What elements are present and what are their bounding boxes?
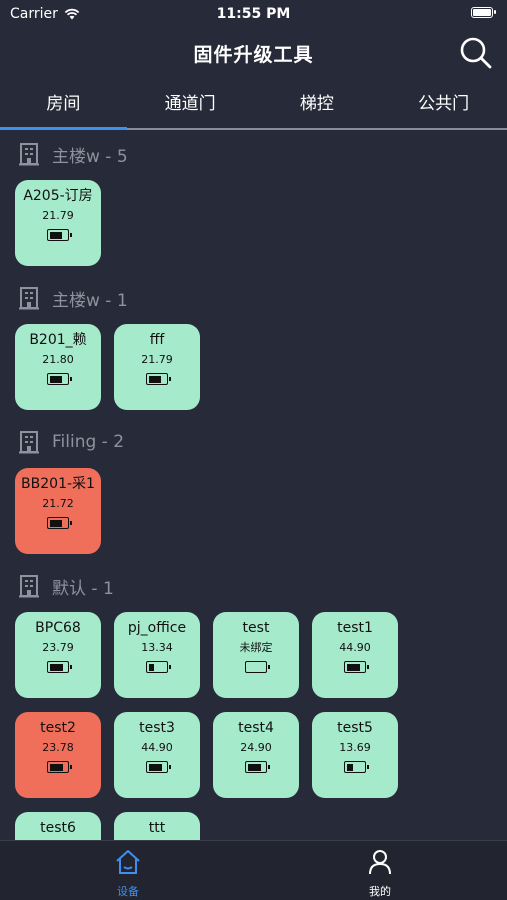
group-title: 主楼w - 1 bbox=[52, 290, 128, 311]
status-time: 11:55 PM bbox=[216, 6, 291, 22]
tab-2[interactable]: 梯控 bbox=[299, 94, 334, 114]
building-icon bbox=[19, 575, 39, 598]
device-value: 23.78 bbox=[42, 741, 74, 754]
device-value: 44.90 bbox=[339, 641, 371, 654]
device-name: BB201-采1 bbox=[21, 476, 95, 492]
device-group: Filing - 2 BB201-采1 21.72 bbox=[0, 420, 507, 554]
battery-icon bbox=[344, 761, 369, 773]
device-name: test4 bbox=[238, 720, 274, 736]
battery-icon bbox=[47, 373, 72, 385]
device-card[interactable]: A205-订房 21.79 bbox=[15, 180, 101, 266]
home-icon bbox=[116, 850, 140, 874]
device-value: 13.34 bbox=[141, 641, 173, 654]
device-value: 13.69 bbox=[339, 741, 371, 754]
building-icon bbox=[19, 143, 39, 166]
search-icon[interactable] bbox=[459, 36, 493, 70]
group-header: Filing - 2 bbox=[0, 420, 507, 464]
device-card[interactable]: test2 23.78 bbox=[15, 712, 101, 798]
device-card[interactable]: test641.80 bbox=[15, 812, 101, 840]
status-left: Carrier bbox=[10, 6, 80, 22]
category-tabs: 房间 通道门 梯控 公共门 bbox=[0, 80, 507, 130]
device-name: fff bbox=[149, 332, 165, 348]
building-icon bbox=[19, 431, 39, 454]
person-icon bbox=[369, 850, 391, 875]
bottom-tab-label: 设备 bbox=[117, 885, 139, 898]
device-grid: BB201-采1 21.72 bbox=[0, 468, 494, 554]
tab-3[interactable]: 公共门 bbox=[418, 94, 470, 114]
group-header: 主楼w - 1 bbox=[0, 276, 507, 320]
device-name: A205-订房 bbox=[23, 188, 93, 204]
page-title: 固件升级工具 bbox=[193, 44, 314, 66]
group-title: 默认 - 1 bbox=[52, 578, 114, 599]
bottom-tab-devices[interactable]: 设备 bbox=[88, 847, 168, 899]
tab-0[interactable]: 房间 bbox=[0, 80, 127, 130]
bottom-tab-mine[interactable]: 我的 bbox=[340, 847, 420, 899]
device-card[interactable]: BPC68 23.79 bbox=[15, 612, 101, 698]
group-header: 默认 - 1 bbox=[0, 564, 507, 608]
device-value: 21.79 bbox=[42, 209, 74, 222]
device-name: test5 bbox=[337, 720, 373, 736]
device-group: 主楼w - 1 B201_赖 21.80 fff 21.79 bbox=[0, 276, 507, 410]
bottom-tab-label: 我的 bbox=[369, 885, 391, 898]
device-value: 21.72 bbox=[42, 497, 74, 510]
device-name: pj_office bbox=[127, 620, 187, 636]
carrier-label: Carrier bbox=[10, 6, 58, 22]
device-card[interactable]: BB201-采1 21.72 bbox=[15, 468, 101, 554]
group-title: 主楼w - 5 bbox=[52, 146, 128, 167]
device-value: 21.79 bbox=[141, 353, 173, 366]
device-card[interactable]: pj_office 13.34 bbox=[114, 612, 200, 698]
battery-icon bbox=[146, 661, 171, 673]
battery-icon bbox=[47, 761, 72, 773]
device-value: 21.80 bbox=[42, 353, 74, 366]
battery-icon bbox=[47, 661, 72, 673]
device-name: test bbox=[242, 620, 270, 636]
status-battery-icon bbox=[471, 7, 496, 18]
battery-icon bbox=[245, 761, 270, 773]
device-grid: A205-订房 21.79 bbox=[0, 180, 494, 266]
device-list[interactable]: 主楼w - 5 A205-订房 21.79 主楼w - 1 B201_赖 21.80 fff… bbox=[0, 132, 507, 840]
battery-icon bbox=[344, 661, 369, 673]
device-card[interactable]: test4 24.90 bbox=[213, 712, 299, 798]
group-title: Filing - 2 bbox=[52, 432, 125, 452]
device-name: test3 bbox=[139, 720, 175, 736]
device-value: 23.79 bbox=[42, 641, 74, 654]
device-card[interactable]: B201_赖 21.80 bbox=[15, 324, 101, 410]
device-value: 24.90 bbox=[240, 741, 272, 754]
device-name: test6 bbox=[40, 820, 76, 836]
group-header: 主楼w - 5 bbox=[0, 132, 507, 176]
device-card[interactable]: test1 44.90 bbox=[312, 612, 398, 698]
wifi-icon bbox=[64, 8, 80, 20]
status-right bbox=[471, 7, 496, 18]
device-grid: B201_赖 21.80 fff 21.79 bbox=[0, 324, 494, 410]
device-card[interactable]: test 未绑定 bbox=[213, 612, 299, 698]
battery-icon bbox=[146, 373, 171, 385]
device-group: 主楼w - 5 A205-订房 21.79 bbox=[0, 132, 507, 266]
device-value: 未绑定 bbox=[239, 641, 273, 654]
device-name: B201_赖 bbox=[29, 332, 87, 348]
battery-icon bbox=[47, 517, 72, 529]
device-card[interactable]: test3 44.90 bbox=[114, 712, 200, 798]
bottom-tab-bar: 设备 我的 bbox=[0, 840, 507, 900]
battery-icon bbox=[245, 661, 270, 673]
device-name: ttt bbox=[148, 820, 166, 836]
battery-icon bbox=[47, 229, 72, 241]
tab-1[interactable]: 通道门 bbox=[164, 94, 216, 114]
battery-icon bbox=[146, 761, 171, 773]
device-name: BPC68 bbox=[35, 620, 81, 636]
device-card[interactable]: fff 21.79 bbox=[114, 324, 200, 410]
device-value: 44.90 bbox=[141, 741, 173, 754]
device-card[interactable]: ttt21.79 bbox=[114, 812, 200, 840]
status-bar: Carrier 11:55 PM bbox=[0, 0, 507, 28]
device-grid: BPC68 23.79 pj_office 13.34 test 未绑定 test1 44.9… bbox=[0, 612, 494, 840]
device-name: test2 bbox=[40, 720, 76, 736]
nav-bar: 固件升级工具 bbox=[0, 28, 507, 78]
device-name: test1 bbox=[337, 620, 373, 636]
device-card[interactable]: test5 13.69 bbox=[312, 712, 398, 798]
building-icon bbox=[19, 287, 39, 310]
